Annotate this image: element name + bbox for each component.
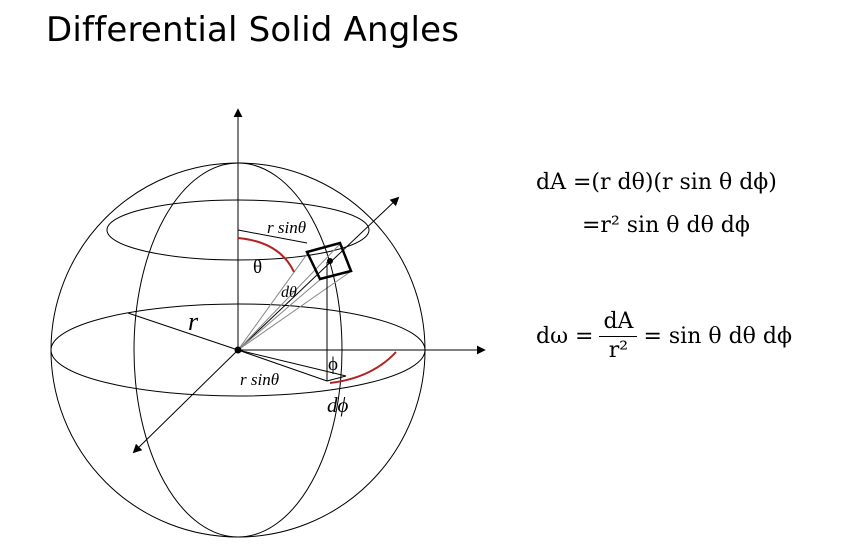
- label-d-theta: dθ: [281, 284, 297, 301]
- label-d-phi: dϕ: [327, 393, 349, 417]
- label-phi: ϕ: [328, 354, 338, 375]
- projection-lines: [237, 349, 347, 382]
- radius-line: [127, 312, 239, 351]
- equation-domega-fraction: dA r²: [599, 309, 638, 364]
- equation-domega-rhs: = sin θ dθ dϕ: [643, 324, 792, 350]
- label-r-sin-theta-top: r sinθ: [267, 218, 306, 237]
- equation-dA-line1: dA =(r dθ)(r sin θ dϕ): [536, 170, 777, 195]
- equation-domega-numerator: dA: [599, 309, 638, 338]
- surface-patch: [305, 241, 353, 281]
- theta-arc: [237, 237, 295, 273]
- equation-dA-line2-text: =r² sin θ dθ dϕ: [582, 213, 750, 238]
- y-axis: [132, 349, 239, 454]
- equation-domega-denominator: r²: [608, 338, 629, 364]
- equation-dA-line2: =r² sin θ dθ dϕ: [582, 213, 750, 238]
- patch-center-dot: [327, 258, 333, 264]
- equation-domega: dω = dA r² = sin θ dθ dϕ: [536, 309, 792, 364]
- label-theta: θ: [253, 257, 262, 278]
- label-radius: r: [188, 307, 199, 336]
- label-r-sin-theta-bottom: r sinθ: [240, 370, 279, 389]
- r-sin-theta-top-line: [237, 229, 308, 244]
- equation-dA-line1-text: dA =(r dθ)(r sin θ dϕ): [536, 170, 777, 195]
- solid-angle-rays: [237, 243, 351, 351]
- origin-dot: [234, 346, 242, 354]
- equation-domega-lhs: dω =: [536, 324, 594, 350]
- slide-title: Differential Solid Angles: [46, 10, 460, 50]
- phi-arc: [329, 351, 397, 384]
